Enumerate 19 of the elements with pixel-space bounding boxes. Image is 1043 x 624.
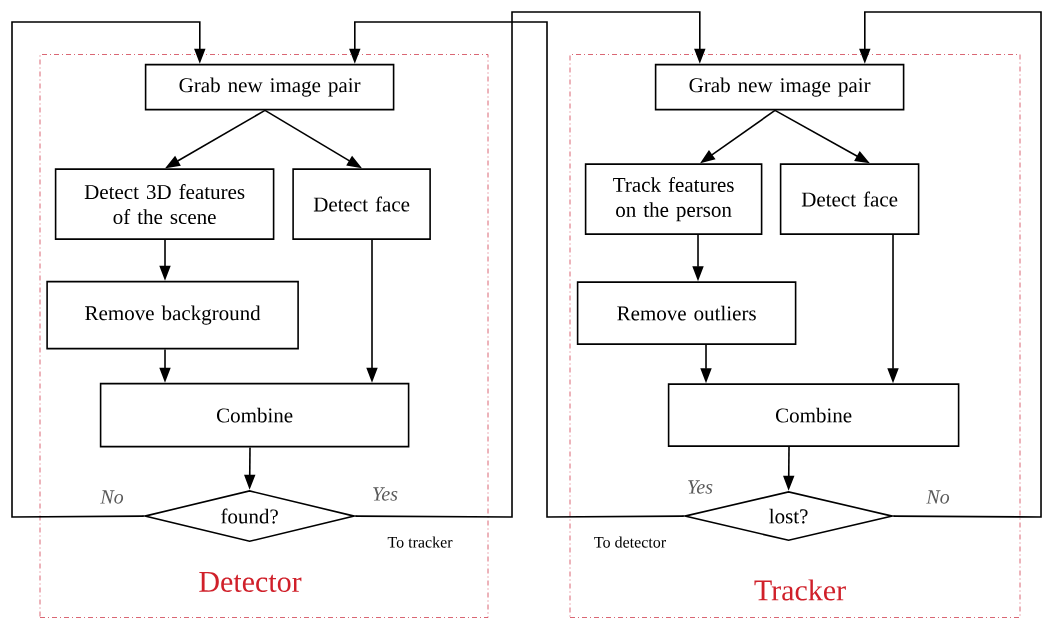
process-box: Grab new image pair [654,63,905,111]
arrow [11,21,206,518]
process-box: Detect face [292,168,431,240]
note-text: To tracker [387,536,453,548]
arrow [859,11,1042,518]
process-box: Grab new image pair [144,63,395,111]
process-box: Detect face [779,163,920,235]
process-box: Detect 3D features of the scene [54,168,275,240]
note-text: To detector [594,536,666,548]
edge-label: No [99,489,125,505]
region-title: Tracker [754,579,846,601]
process-box: Track features on the person [584,163,763,235]
process-box: Remove background [46,280,299,350]
edge-label: No [925,489,951,505]
process-box: Combine [667,383,960,447]
edge-label: Yes [371,486,399,502]
region-title: Detector [199,572,302,592]
process-box: Remove outliers [576,281,797,345]
process-box: Combine [99,382,410,448]
